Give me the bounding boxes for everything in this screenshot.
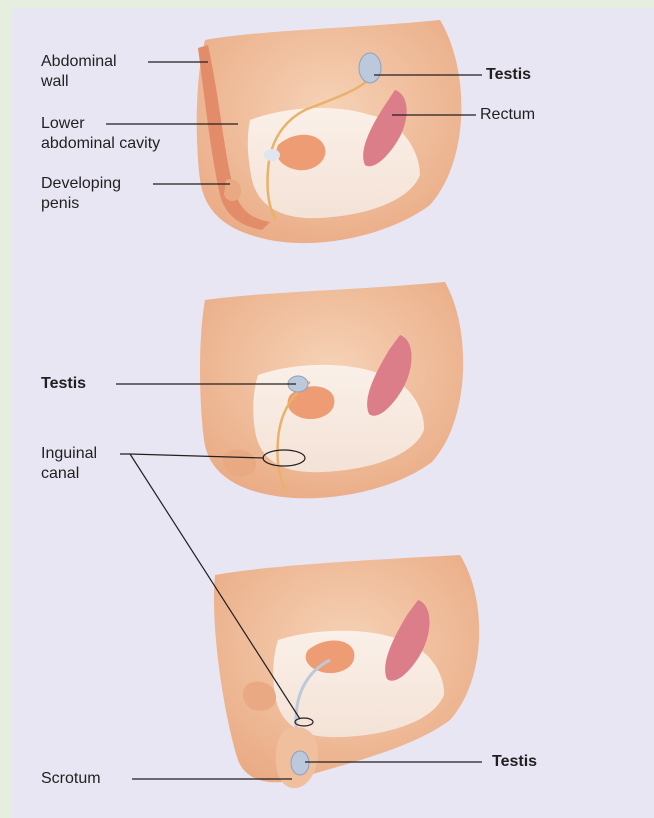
label-rectum: Rectum [480,105,535,125]
stage-1-testis-shape [359,53,381,83]
label-developing-penis: Developing penis [41,174,121,214]
stage-3-testis-shape [291,751,309,775]
stage-3-illustration [214,555,479,788]
label-inguinal-canal: Inguinal canal [41,444,97,484]
label-abdominal-wall: Abdominal wall [41,52,117,92]
stage-1-small-testis-shape [264,149,280,161]
stage-2-illustration [200,282,463,498]
label-lower-abdominal-cavity: Lower abdominal cavity [41,114,160,154]
stage-1-illustration [197,20,462,243]
label-testis-stage-2: Testis [41,374,86,394]
label-testis-stage-3: Testis [492,752,537,772]
label-scrotum: Scrotum [41,769,101,789]
label-testis-stage-1: Testis [486,65,531,85]
